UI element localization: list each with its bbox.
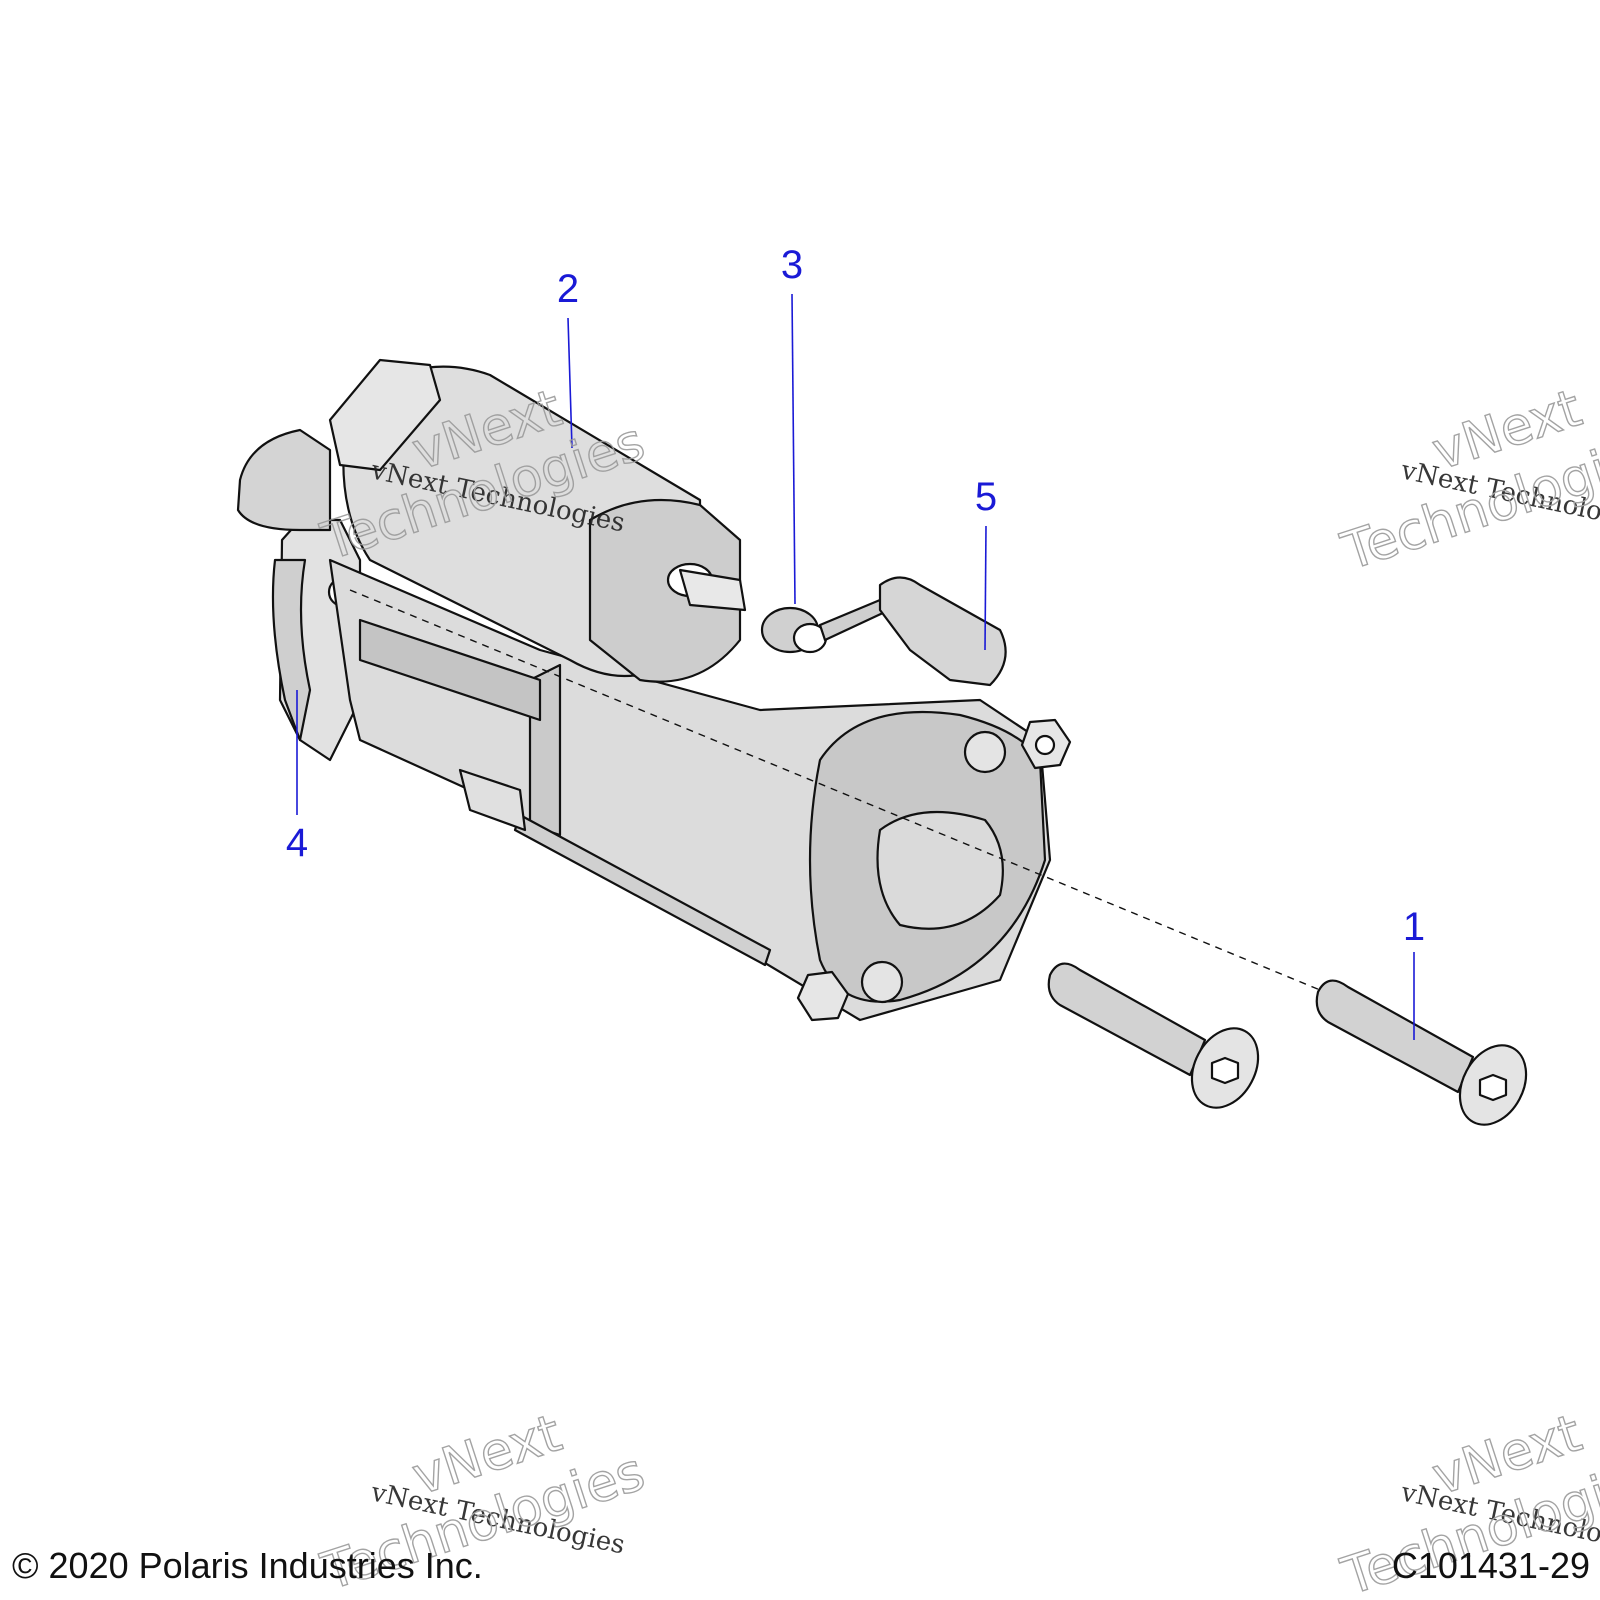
figure-code: C101431-29 — [1391, 1545, 1590, 1586]
bolt-alignment-line — [349, 589, 1321, 991]
copyright-notice: © 2020 Polaris Industries Inc. — [12, 1545, 483, 1586]
terminal-stud — [678, 568, 747, 612]
svg-text:4: 4 — [286, 821, 308, 865]
drive-flange — [271, 558, 312, 742]
tie-bolt-nut-bottom — [796, 970, 850, 1022]
starter-motor-assembly — [236, 358, 1072, 1022]
mounting-bolt-center — [1047, 962, 1260, 1109]
callout-2: 2 — [557, 267, 579, 449]
svg-text:1: 1 — [1403, 905, 1425, 949]
callout-5: 5 — [975, 475, 997, 651]
callout-3: 3 — [781, 243, 803, 605]
solenoid-bracket — [328, 358, 442, 472]
end-cap-boss — [876, 810, 1004, 930]
callout-1: 1 — [1403, 905, 1425, 1040]
drive-nose — [236, 428, 332, 532]
terminal-nut — [760, 606, 828, 654]
callout-4: 4 — [286, 690, 308, 865]
terminal-boot — [818, 576, 1007, 687]
motor-stripe — [358, 618, 542, 722]
end-cap-screw-top — [963, 730, 1007, 774]
end-cap-screw-bottom — [860, 960, 904, 1004]
solenoid-cap — [588, 498, 742, 683]
svg-text:5: 5 — [975, 475, 997, 519]
mounting-bolt-right — [1315, 979, 1528, 1126]
svg-text:2: 2 — [557, 267, 579, 311]
svg-text:3: 3 — [781, 243, 803, 287]
mount-lug — [458, 768, 527, 832]
watermark-top-right: vNext Technologies vNext Technologies — [1334, 378, 1600, 584]
